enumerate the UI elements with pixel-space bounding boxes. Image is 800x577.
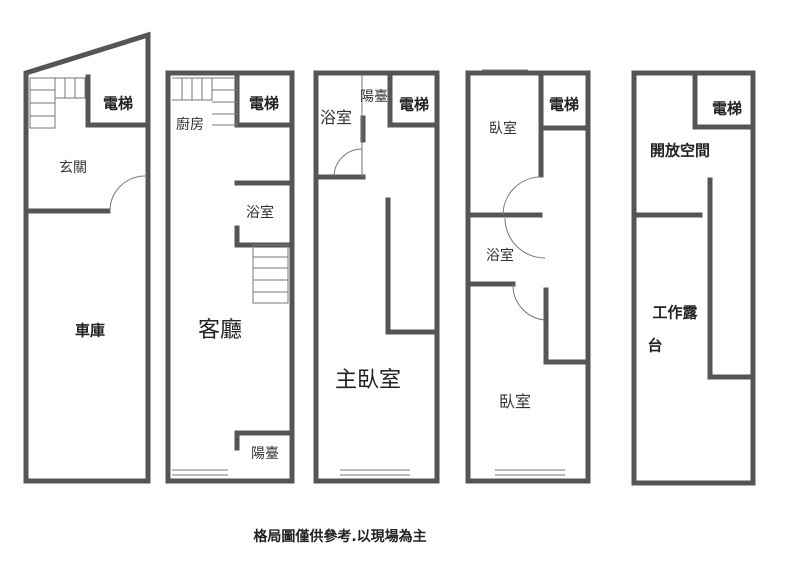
room-label: 浴室	[246, 205, 274, 221]
room-label: 浴室	[319, 108, 353, 127]
room-label: 工作露	[652, 303, 698, 322]
room-label: 廚房	[176, 117, 204, 133]
room-label: 台	[647, 336, 663, 355]
room-label: 電梯	[548, 95, 580, 114]
plan-4	[465, 69, 591, 484]
room-label: 陽臺	[360, 89, 388, 105]
plan-5	[631, 70, 756, 486]
room-label: 玄關	[59, 160, 87, 176]
room-label: 開放空間	[649, 141, 711, 160]
disclaimer-caption: 格局圖僅供參考.以現場為主	[253, 529, 427, 545]
room-label: 主臥室	[334, 368, 402, 393]
room-label: 客廳	[197, 318, 243, 343]
plan-1	[23, 31, 151, 484]
plan-2	[165, 70, 295, 484]
room-label: 浴室	[486, 248, 514, 264]
room-label: 陽臺	[251, 446, 279, 462]
plan-3	[313, 70, 440, 484]
room-label: 電梯	[102, 94, 134, 113]
room-label: 電梯	[398, 95, 430, 114]
room-label: 車庫	[74, 321, 106, 340]
room-label: 電梯	[711, 99, 743, 118]
room-label: 臥室	[489, 121, 517, 137]
room-label: 電梯	[248, 94, 280, 113]
room-label: 臥室	[498, 392, 532, 411]
